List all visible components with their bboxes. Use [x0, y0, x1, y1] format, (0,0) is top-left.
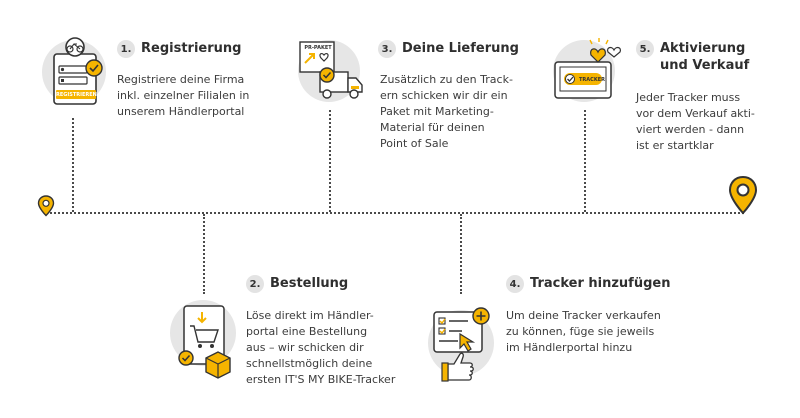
add-tracker-icon — [428, 296, 498, 386]
connector-step-2 — [203, 214, 205, 294]
step-4-title: Tracker hinzufügen — [530, 276, 671, 291]
registration-icon — [44, 36, 114, 116]
step-2-number: 2. — [246, 275, 264, 293]
step-3-header: 3. Deine Lieferung — [378, 40, 519, 58]
timeline-line — [46, 212, 744, 214]
step-1-number: 1. — [117, 40, 135, 58]
connector-step-3 — [329, 110, 331, 212]
activation-icon — [552, 36, 630, 108]
step-5-description: Jeder Tracker muss vor dem Verkauf akti-… — [636, 91, 755, 152]
registration-icon-label: REGISTRIEREN — [56, 92, 97, 98]
step-1-header: 1. Registrierung — [117, 40, 241, 58]
step-5-title: Aktivierung und Verkauf — [660, 41, 750, 73]
step-4-description: Um deine Tracker verkaufen zu können, fü… — [506, 309, 661, 354]
step-4-number: 4. — [506, 275, 524, 293]
connector-step-4 — [460, 214, 462, 294]
step-1-description: Registriere deine Firma inkl. einzelner … — [117, 73, 250, 118]
step-1-title: Registrierung — [141, 41, 242, 56]
step-3-title: Deine Lieferung — [402, 41, 519, 56]
step-5-header: 5. Aktivierung und Verkauf — [636, 40, 749, 74]
delivery-truck-icon — [296, 38, 370, 106]
connector-step-1 — [72, 118, 74, 212]
shopping-cart-box-icon — [172, 292, 238, 382]
step-2-title: Bestellung — [270, 276, 349, 291]
end-pin-icon — [727, 175, 759, 215]
step-5-number: 5. — [636, 40, 654, 58]
step-4-header: 4. Tracker hinzufügen — [506, 275, 670, 293]
step-2-header: 2. Bestellung — [246, 275, 348, 293]
step-3-number: 3. — [378, 40, 396, 58]
delivery-icon-label: PR-PAKET — [304, 45, 332, 51]
step-3-description: Zusätzlich zu den Track- ern schicken wi… — [380, 73, 513, 150]
step-2-description: Löse direkt im Händler- portal eine Best… — [246, 309, 396, 386]
connector-step-5 — [584, 110, 586, 212]
start-pin-icon — [37, 195, 55, 217]
activation-icon-label: TRACKER — [579, 77, 605, 83]
